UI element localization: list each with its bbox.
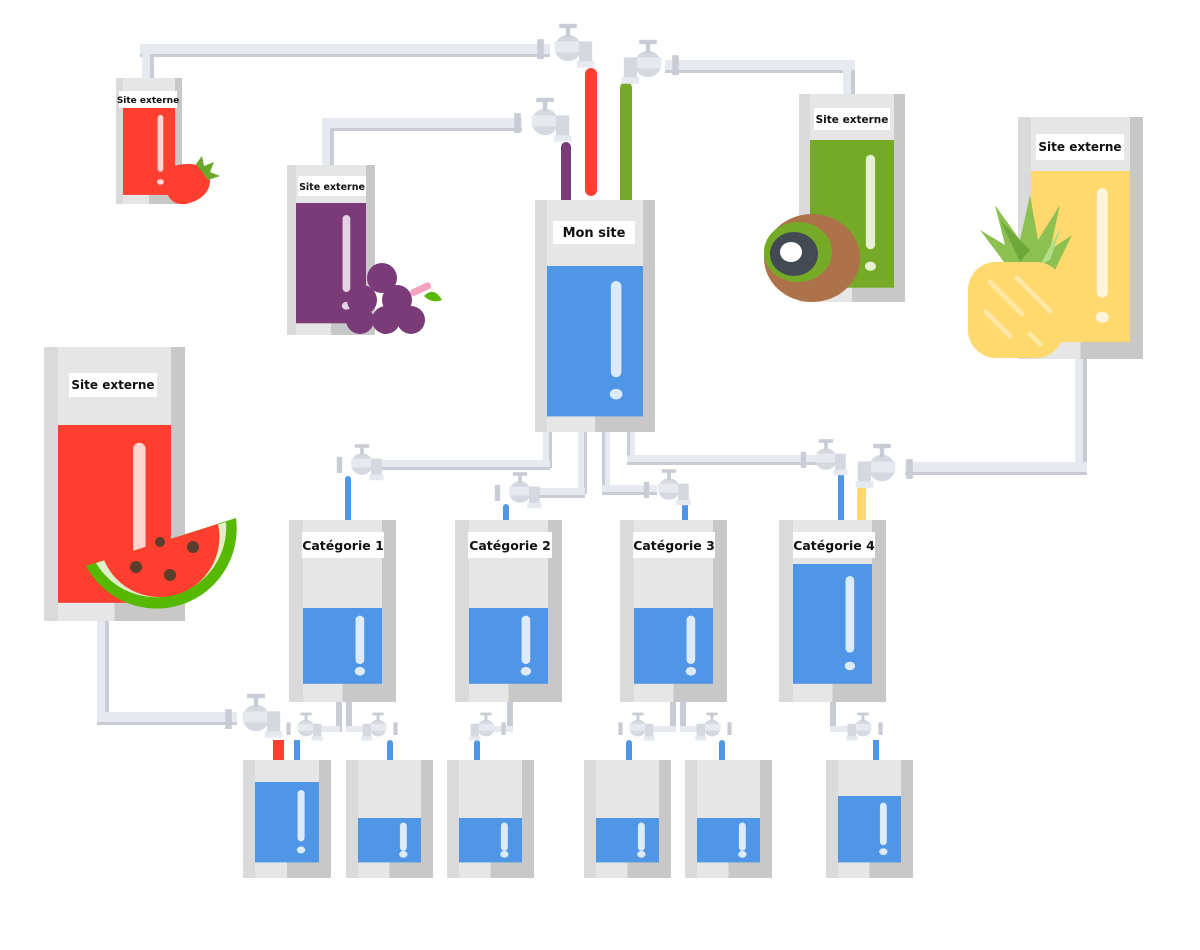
strawberry-icon — [165, 156, 220, 205]
kiwi-icon — [764, 214, 860, 302]
label-watermelon-site: Site externe — [71, 378, 154, 392]
exclamation-icon — [500, 822, 508, 851]
stream-kiwi — [620, 82, 632, 210]
liquid-level — [358, 818, 421, 863]
tank-page-3 — [447, 760, 534, 878]
label-grape-site: Site externe — [299, 182, 365, 193]
exclamation-icon — [521, 615, 531, 665]
liquid-level — [303, 608, 382, 684]
liquid-level — [697, 818, 760, 863]
liquid-level — [469, 608, 548, 684]
label-pineapple-site: Site externe — [1038, 140, 1121, 154]
exclamation-icon — [879, 802, 887, 846]
label-category-3: Catégorie 3 — [633, 538, 715, 553]
tap-icon[interactable] — [336, 444, 384, 481]
exclamation-icon — [157, 114, 164, 172]
liquid-level — [838, 796, 901, 863]
grape-icon — [346, 263, 442, 334]
exclamation-icon — [610, 281, 622, 378]
tank-page-1 — [243, 760, 331, 878]
exclamation-icon — [297, 790, 305, 842]
exclamation-icon — [355, 615, 365, 665]
tank-page-6 — [826, 760, 913, 878]
exclamation-icon — [738, 822, 746, 851]
exclamation-icon — [133, 442, 146, 557]
exclamation-icon — [342, 215, 351, 292]
labels: Site externe Site externe Site externe S… — [69, 91, 1124, 558]
pineapple-icon — [968, 195, 1072, 358]
tap-icon[interactable] — [618, 712, 655, 741]
label-category-4: Catégorie 4 — [793, 538, 875, 553]
label-category-2: Catégorie 2 — [469, 538, 551, 553]
tap-icon[interactable] — [286, 712, 323, 741]
liquid-level — [634, 608, 713, 684]
liquid-level — [459, 818, 522, 863]
tank-category-4 — [779, 520, 886, 702]
tank-page-2 — [346, 760, 433, 878]
label-category-1: Catégorie 1 — [302, 538, 384, 553]
exclamation-icon — [845, 575, 855, 653]
tank-page-5 — [685, 760, 772, 878]
tap-icon[interactable] — [514, 97, 572, 142]
tap-icon[interactable] — [846, 712, 883, 741]
exclamation-icon — [399, 822, 407, 851]
liquid-level — [255, 782, 319, 863]
liquid-level — [547, 266, 643, 417]
exclamation-icon — [865, 154, 876, 250]
exclamation-icon — [1096, 188, 1108, 298]
pipes — [97, 44, 1087, 732]
liquid-level — [596, 818, 659, 863]
exclamation-icon — [637, 822, 645, 851]
watermelon-icon — [86, 518, 237, 609]
tank-page-4 — [584, 760, 671, 878]
liquid-level — [793, 564, 872, 684]
label-kiwi-site: Site externe — [816, 114, 889, 126]
tap-icon[interactable] — [855, 443, 913, 488]
tap-icon[interactable] — [494, 472, 542, 509]
label-strawberry-site: Site externe — [117, 96, 179, 106]
label-main-site: Mon site — [563, 226, 626, 241]
tanks — [44, 78, 1143, 878]
tap-icon[interactable] — [361, 712, 398, 741]
tap-icon[interactable] — [695, 712, 732, 741]
exclamation-icon — [686, 615, 696, 665]
stream-strawberry — [585, 68, 597, 196]
